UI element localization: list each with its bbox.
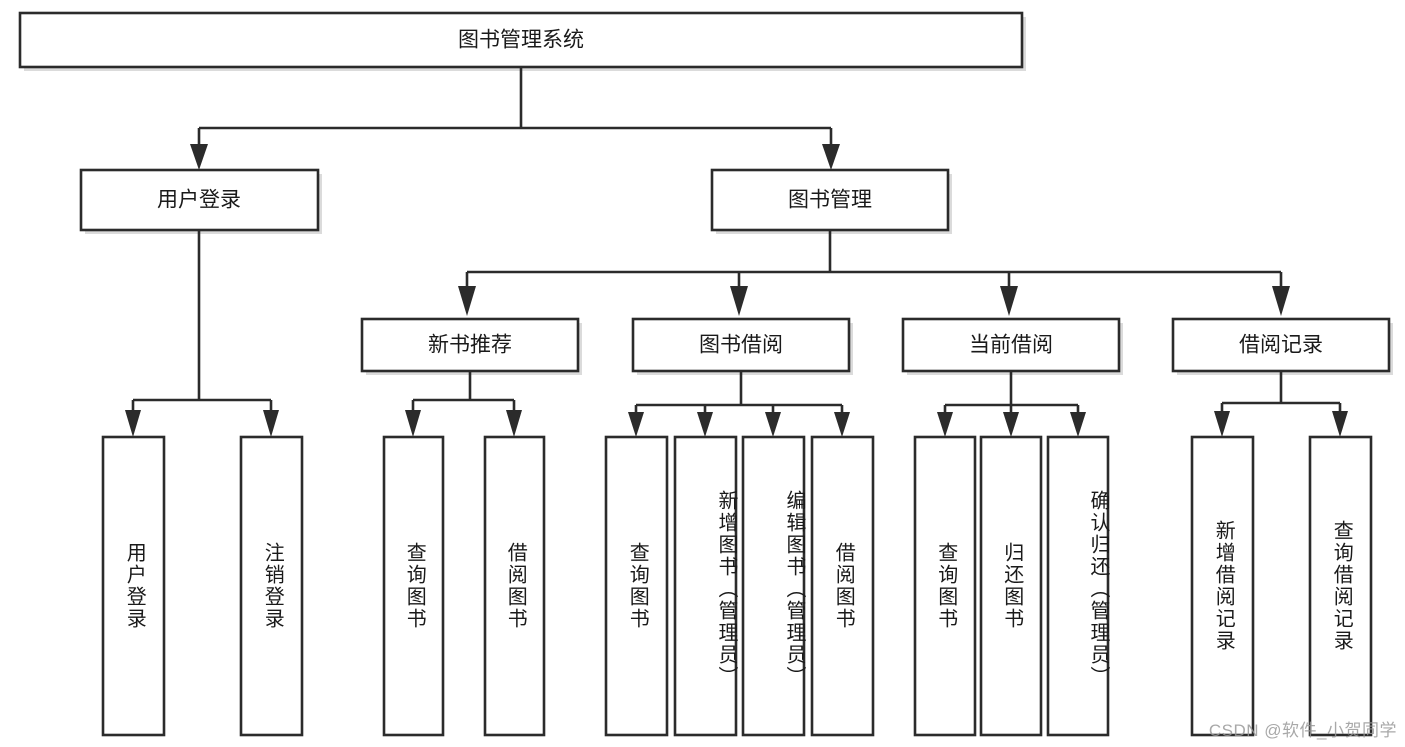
leaf-boxes <box>101 435 1373 737</box>
connector-current-borrow-to-leaves <box>937 371 1086 437</box>
arrow-head-leaf-add-book <box>697 412 713 437</box>
new-book-rec-box[interactable] <box>360 317 580 373</box>
leaf-add-book-box[interactable] <box>673 435 738 737</box>
new-book-rec-label: 新书推荐 <box>428 334 512 357</box>
leaf-query-book-3-box[interactable] <box>913 435 977 737</box>
borrow-record-box[interactable] <box>1171 317 1391 373</box>
current-borrow-label: 当前借阅 <box>969 334 1053 357</box>
connector-borrow-record-to-leaves <box>1214 371 1348 437</box>
arrow-head-leaf-edit-book <box>765 412 781 437</box>
arrow-head-leaf-logout <box>263 410 279 437</box>
arrow-head-leaf-borrow-book-1 <box>506 410 522 437</box>
watermark: CSDN @软件_小贺同学 <box>1208 721 1397 740</box>
arrow-head-leaf-query-record <box>1332 411 1348 437</box>
leaf-query-record-box[interactable] <box>1308 435 1373 737</box>
connector-new-book-rec-to-leaves <box>405 371 522 437</box>
arrow-head-leaf-confirm-return <box>1070 412 1086 437</box>
book-manage-box[interactable] <box>710 168 950 232</box>
node-root[interactable] <box>18 11 1026 71</box>
arrow-head-user-login <box>190 144 208 170</box>
arrow-head-borrow-record <box>1272 286 1290 316</box>
arrow-head-leaf-add-record <box>1214 411 1230 437</box>
arrow-head-leaf-return-book <box>1003 412 1019 437</box>
leaf-logout-box[interactable] <box>239 435 304 737</box>
leaf-borrow-book-2-box[interactable] <box>810 435 875 737</box>
arrow-head-new-book-rec <box>458 286 476 316</box>
connector-book-manage-to-level3 <box>458 230 1290 316</box>
borrow-record-label: 借阅记录 <box>1239 334 1323 357</box>
leaf-query-book-1-box[interactable] <box>382 435 445 737</box>
leaf-edit-book-box[interactable] <box>741 435 806 737</box>
arrow-head-leaf-query-book-3 <box>937 412 953 437</box>
leaf-confirm-return-box[interactable] <box>1046 435 1110 737</box>
connector-user-login-to-leaves <box>125 230 279 437</box>
arrow-head-leaf-query-book-1 <box>405 410 421 437</box>
node-current-borrow[interactable] <box>901 317 1123 375</box>
leaf-borrow-book-1-box[interactable] <box>483 435 546 737</box>
leaf-return-book-box[interactable] <box>979 435 1043 737</box>
connector-book-borrow-to-leaves <box>628 371 850 437</box>
arrow-head-leaf-user-login <box>125 410 141 437</box>
arrow-head-leaf-borrow-book-2 <box>834 412 850 437</box>
current-borrow-box[interactable] <box>901 317 1121 373</box>
node-user-login[interactable] <box>79 168 322 234</box>
arrow-head-current-borrow <box>1000 286 1018 316</box>
leaf-query-book-2-box[interactable] <box>604 435 669 737</box>
root-label: 图书管理系统 <box>458 29 584 52</box>
node-borrow-record[interactable] <box>1171 317 1393 375</box>
user-login-label: 用户登录 <box>157 189 241 212</box>
book-borrow-label: 图书借阅 <box>699 334 783 357</box>
connector-root-to-level2 <box>190 67 840 170</box>
node-new-book-rec[interactable] <box>360 317 582 375</box>
leaf-user-login-box[interactable] <box>101 435 166 737</box>
user-login-box[interactable] <box>79 168 320 232</box>
node-book-borrow[interactable] <box>631 317 853 375</box>
node-book-manage[interactable] <box>710 168 952 234</box>
arrow-head-leaf-query-book-2 <box>628 412 644 437</box>
leaf-add-record-box[interactable] <box>1190 435 1255 737</box>
book-manage-label: 图书管理 <box>788 189 872 212</box>
arrow-head-book-manage <box>822 144 840 170</box>
arrow-head-book-borrow <box>730 286 748 316</box>
root-box[interactable] <box>18 11 1024 69</box>
